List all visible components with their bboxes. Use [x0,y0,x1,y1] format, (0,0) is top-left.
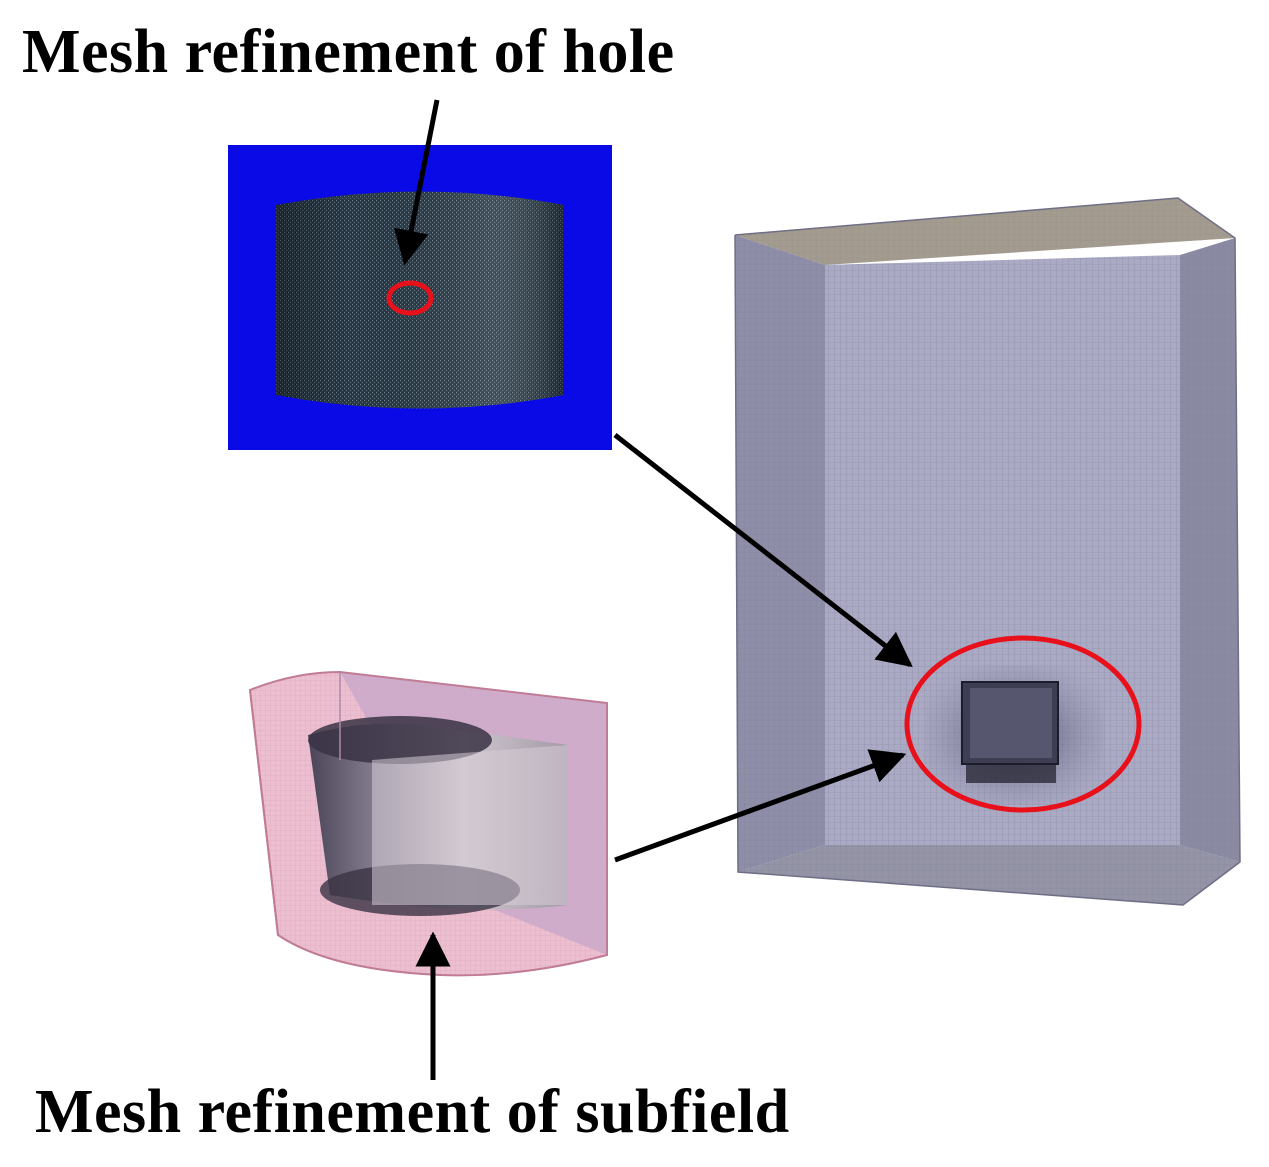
hole-inset [228,145,612,450]
subfield-refinement-label: Mesh refinement of subfield [35,1078,790,1146]
subfield-shell [248,670,608,977]
hole-marker-icon [386,280,434,316]
arrows [393,99,913,1080]
inset-to-box-arrow [613,433,913,668]
region-marker-icon [904,635,1142,813]
domain-box [734,197,1241,906]
hole-refinement-label: Mesh refinement of hole [22,18,675,86]
hole-pointer-arrow [393,99,440,266]
subfield-to-box-arrow [614,749,907,863]
